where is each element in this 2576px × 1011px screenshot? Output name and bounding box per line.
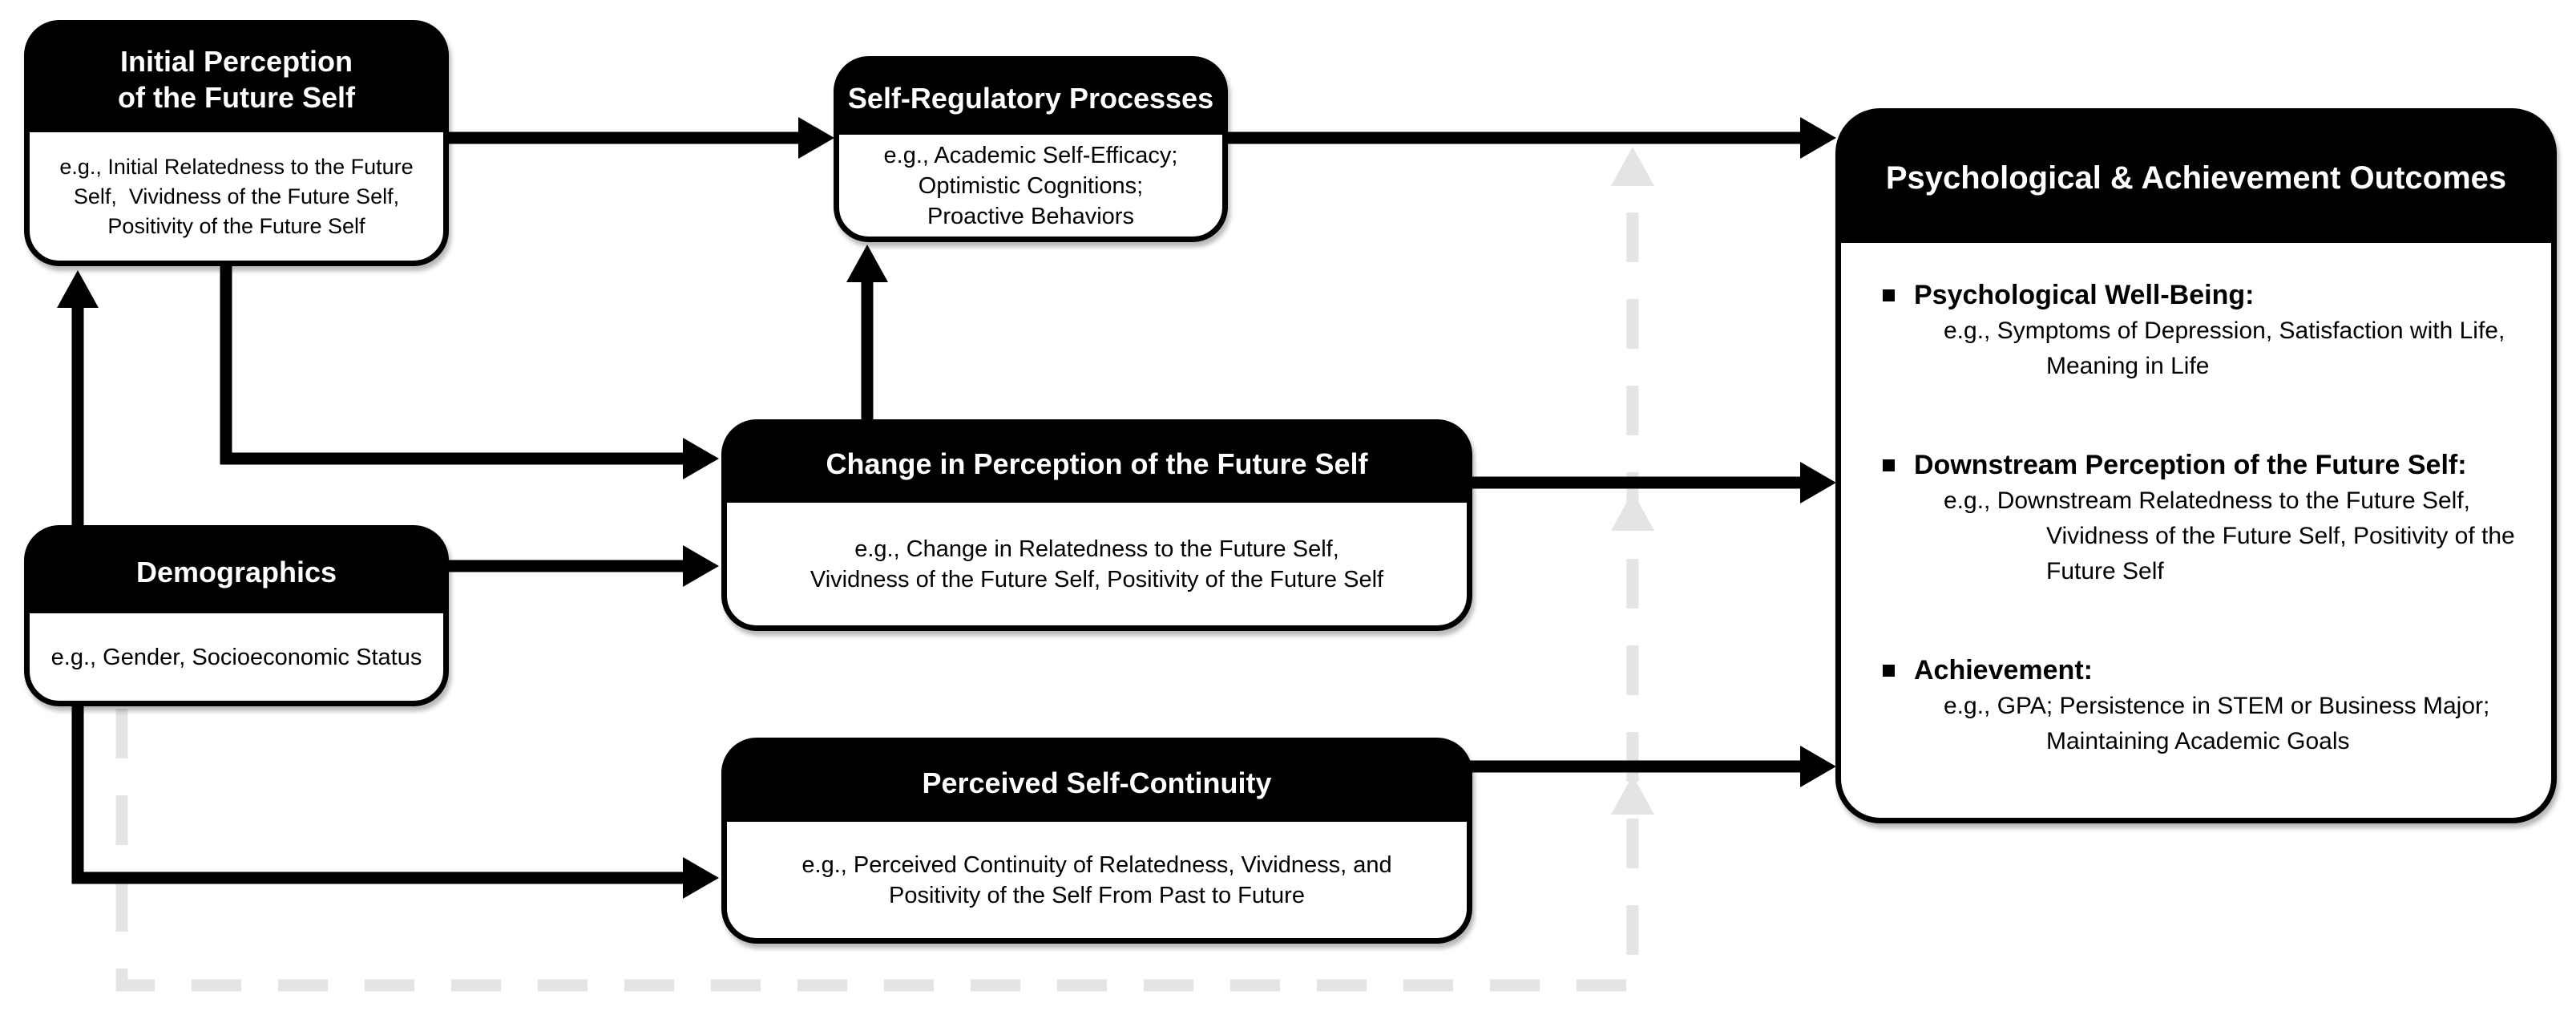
box-self-continuity-examples: e.g., Perceived Continuity of Relatednes… (727, 822, 1467, 938)
bullet-square-icon (1883, 664, 1895, 677)
box-initial-perception-examples: e.g., Initial Relatedness to the Future … (30, 132, 443, 261)
box-initial-perception-examples-text: e.g., Initial Relatedness to the Future … (59, 154, 414, 238)
box-initial-perception-title: Initial Perception of the Future Self (30, 26, 443, 132)
outcome-bullet-downstream: Downstream Perception of the Future Self… (1841, 447, 2551, 589)
outcome-bullet-wellbeing: Psychological Well-Being: e.g., Symptoms… (1841, 277, 2551, 384)
box-outcomes-body: Psychological Well-Being: e.g., Symptoms… (1841, 243, 2551, 818)
feedback-arrowhead-top-icon (1611, 147, 1654, 186)
box-self-continuity: Perceived Self-Continuity e.g., Perceive… (721, 738, 1472, 944)
outcome-bullet-downstream-label: Downstream Perception of the Future Self… (1914, 450, 2467, 480)
outcome-bullet-achievement-head: Achievement: (1841, 652, 2551, 689)
box-demographics-examples-text: e.g., Gender, Socioeconomic Status (50, 644, 422, 670)
outcome-bullet-achievement: Achievement: e.g., GPA; Persistence in S… (1841, 652, 2551, 759)
outcome-bullet-achievement-label: Achievement: (1914, 655, 2093, 685)
box-self-continuity-examples-text: e.g., Perceived Continuity of Relatednes… (801, 851, 1392, 908)
box-self-regulatory-title: Self-Regulatory Processes (839, 62, 1222, 135)
arrow-change-to-outcomes (1468, 462, 1836, 503)
outcome-bullet-downstream-examples: e.g., Downstream Relatedness to the Futu… (1944, 487, 2515, 584)
outcome-bullet-achievement-examples: e.g., GPA; Persistence in STEM or Busine… (1944, 693, 2490, 754)
box-demographics-title: Demographics (30, 531, 443, 613)
feedback-dashed-path (115, 147, 1654, 992)
box-demographics: Demographics e.g., Gender, Socioeconomic… (24, 525, 449, 706)
box-change-perception: Change in Perception of the Future Self … (721, 419, 1472, 631)
box-self-regulatory-examples: e.g., Academic Self-Efficacy; Optimistic… (839, 135, 1222, 237)
bullet-square-icon (1883, 459, 1895, 471)
outcome-bullet-downstream-head: Downstream Perception of the Future Self… (1841, 447, 2551, 483)
feedback-arrowhead-middle-icon (1611, 491, 1654, 531)
arrow-selfregulatory-to-outcomes (1225, 117, 1836, 159)
box-initial-perception: Initial Perception of the Future Self e.… (24, 20, 449, 266)
box-self-regulatory-examples-text: e.g., Academic Self-Efficacy; Optimistic… (883, 142, 1178, 229)
feedback-dashed-line (115, 192, 1639, 992)
feedback-arrowhead-bottom-icon (1611, 775, 1654, 815)
box-demographics-examples: e.g., Gender, Socioeconomic Status (30, 613, 443, 701)
bullet-square-icon (1883, 289, 1895, 301)
outcome-bullet-wellbeing-head: Psychological Well-Being: (1841, 277, 2551, 313)
box-outcomes-title: Psychological & Achievement Outcomes (1841, 114, 2551, 243)
arrow-continuity-to-outcomes (1468, 746, 1836, 787)
box-change-perception-examples: e.g., Change in Relatedness to the Futur… (727, 503, 1467, 625)
box-change-perception-title: Change in Perception of the Future Self (727, 425, 1467, 503)
arrow-initial-to-change (220, 265, 719, 479)
arrow-initial-to-selfregulatory (446, 117, 834, 159)
box-self-continuity-title: Perceived Self-Continuity (727, 743, 1467, 822)
arrow-demographics-to-change (445, 545, 719, 587)
box-outcomes: Psychological & Achievement Outcomes Psy… (1835, 108, 2557, 823)
arrow-demographics-to-continuity (71, 704, 719, 899)
outcome-bullet-wellbeing-label: Psychological Well-Being: (1914, 280, 2255, 310)
arrow-change-to-selfregulatory (846, 245, 888, 422)
box-self-regulatory: Self-Regulatory Processes e.g., Academic… (834, 56, 1228, 242)
arrow-demographics-to-initial (57, 270, 99, 527)
outcome-bullet-wellbeing-examples: e.g., Symptoms of Depression, Satisfacti… (1944, 317, 2505, 379)
box-change-perception-examples-text: e.g., Change in Relatedness to the Futur… (810, 536, 1384, 592)
